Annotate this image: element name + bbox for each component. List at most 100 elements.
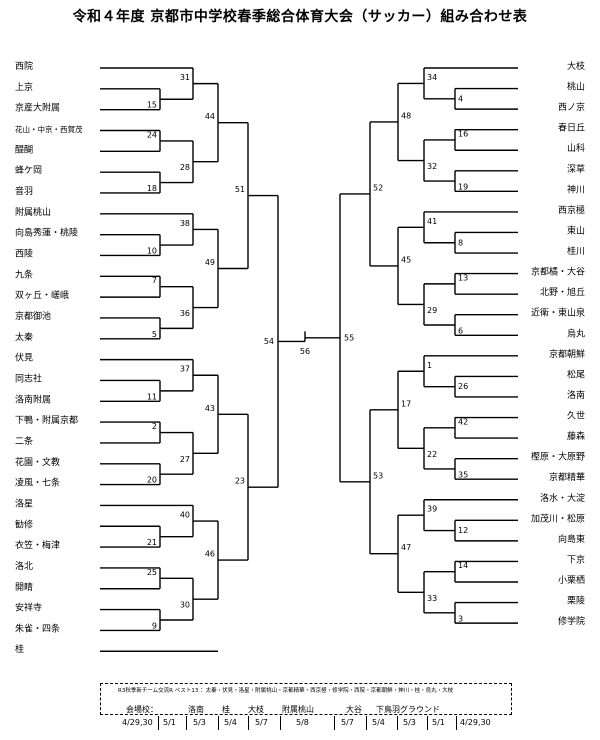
match-number: 38 — [180, 219, 190, 228]
team-name: 京都精華 — [549, 471, 585, 483]
team-name: 下鴨・附属京都 — [15, 414, 78, 426]
match-number: 2 — [152, 422, 157, 431]
match-number: 42 — [458, 417, 468, 426]
match-number: 53 — [373, 471, 383, 480]
team-name: 洛南 — [567, 389, 585, 401]
team-name: 山科 — [567, 142, 585, 154]
match-number: 18 — [147, 184, 157, 193]
match-number: 49 — [205, 258, 215, 267]
match-number: 31 — [180, 73, 190, 82]
team-name: 桂川 — [567, 245, 585, 257]
venue-katsura: 桂 — [222, 705, 230, 714]
date-label: 5/8 — [296, 718, 309, 727]
team-name: 大枝 — [567, 60, 585, 72]
team-name: 洛星 — [15, 497, 33, 509]
date-label: 5/3 — [193, 718, 206, 727]
match-number: 39 — [427, 505, 437, 514]
team-name: 安祥寺 — [15, 602, 42, 614]
match-number: 16 — [458, 129, 468, 138]
match-number: 8 — [458, 238, 463, 247]
tournament-bracket: 西院上京京産大附属花山・中京・西賀茂醍醐蜂ケ岡音羽附属桃山向島秀蓮・桃陵西陵九条… — [15, 60, 585, 655]
match-number: 4 — [458, 94, 463, 103]
date-divider — [397, 716, 398, 730]
team-name: 同志社 — [15, 372, 42, 384]
team-name: 栗陵 — [567, 596, 585, 607]
team-name: 京都橘・大谷 — [531, 266, 585, 278]
match-number: 48 — [401, 111, 411, 120]
date-label: 5/7 — [255, 718, 268, 727]
team-name: 桂 — [15, 643, 24, 655]
match-number: 23 — [235, 477, 245, 486]
date-label: 5/1 — [432, 718, 445, 727]
team-name: 松尾 — [567, 368, 585, 380]
date-label: 5/1 — [163, 718, 176, 727]
match-number: 43 — [205, 404, 215, 413]
team-name: 北野・旭丘 — [540, 286, 585, 298]
match-number: 20 — [147, 476, 157, 485]
page-title: 令和４年度 京都市中学校春季総合体育大会（サッカー）組み合わせ表 — [72, 9, 528, 25]
match-number: 1 — [427, 361, 432, 370]
team-name: 加茂川・松原 — [531, 512, 585, 524]
match-number: 27 — [180, 455, 190, 464]
match-number: 41 — [427, 217, 437, 226]
date-divider — [218, 716, 219, 730]
team-name: 二条 — [15, 435, 33, 447]
match-number: 6 — [458, 327, 463, 336]
team-name: 勧修 — [15, 518, 33, 530]
team-name: 朱雀・四条 — [15, 622, 60, 634]
team-name: 樫原・大原野 — [531, 451, 585, 463]
final-match-number: 56 — [300, 347, 310, 356]
team-name: 醍醐 — [15, 143, 33, 155]
team-name: 向島東 — [558, 533, 585, 545]
team-name: 太秦 — [15, 331, 33, 343]
team-name: 洛水・大淀 — [540, 492, 585, 504]
date-label: 5/7 — [341, 718, 354, 727]
team-name: 伏見 — [15, 352, 33, 364]
date-divider — [366, 716, 367, 730]
venue-label: 会場校： — [126, 705, 158, 714]
match-number: 19 — [458, 183, 468, 192]
date-divider — [334, 716, 335, 730]
date-divider — [280, 716, 281, 730]
match-number: 22 — [427, 450, 437, 459]
venue-otani: 大谷 — [346, 705, 362, 714]
date-divider — [158, 716, 159, 730]
team-name: 上京 — [15, 81, 33, 93]
date-divider — [427, 716, 428, 730]
match-number: 35 — [458, 470, 468, 479]
match-number: 44 — [205, 112, 215, 121]
match-number: 14 — [458, 561, 468, 570]
team-name: 音羽 — [15, 185, 33, 197]
match-number: 52 — [373, 183, 383, 192]
date-label: 5/3 — [403, 718, 416, 727]
match-number: 34 — [427, 73, 437, 82]
match-number: 12 — [458, 526, 468, 535]
team-name: 九条 — [15, 268, 33, 280]
footer-box — [100, 683, 512, 715]
match-number: 10 — [147, 247, 157, 256]
team-name: 附属桃山 — [15, 206, 51, 218]
match-number: 55 — [344, 333, 354, 342]
venue-oeda: 大枝 — [248, 705, 264, 714]
match-number: 46 — [205, 550, 215, 559]
date-divider — [186, 716, 187, 730]
team-name: 烏丸 — [567, 327, 585, 339]
team-name: 京都御池 — [15, 310, 51, 322]
match-number: 47 — [401, 543, 411, 552]
team-name: 花園・文教 — [15, 456, 60, 468]
team-name: 衣笠・梅津 — [15, 539, 60, 551]
team-name: 双ヶ丘・嵯峨 — [15, 289, 69, 301]
team-name: 桃山 — [567, 81, 585, 93]
match-number: 37 — [180, 365, 190, 374]
team-name: 花山・中京・西賀茂 — [15, 124, 83, 134]
match-number: 15 — [147, 101, 157, 110]
match-number: 25 — [147, 568, 157, 577]
team-name: 小栗栖 — [558, 574, 585, 586]
match-number: 21 — [147, 538, 157, 547]
match-number: 33 — [427, 594, 437, 603]
team-name: 修学院 — [558, 615, 585, 627]
team-name: 開睛 — [15, 582, 33, 593]
team-name: 久世 — [567, 410, 585, 422]
team-name: 西京極 — [558, 204, 585, 216]
match-number: 9 — [152, 621, 157, 630]
